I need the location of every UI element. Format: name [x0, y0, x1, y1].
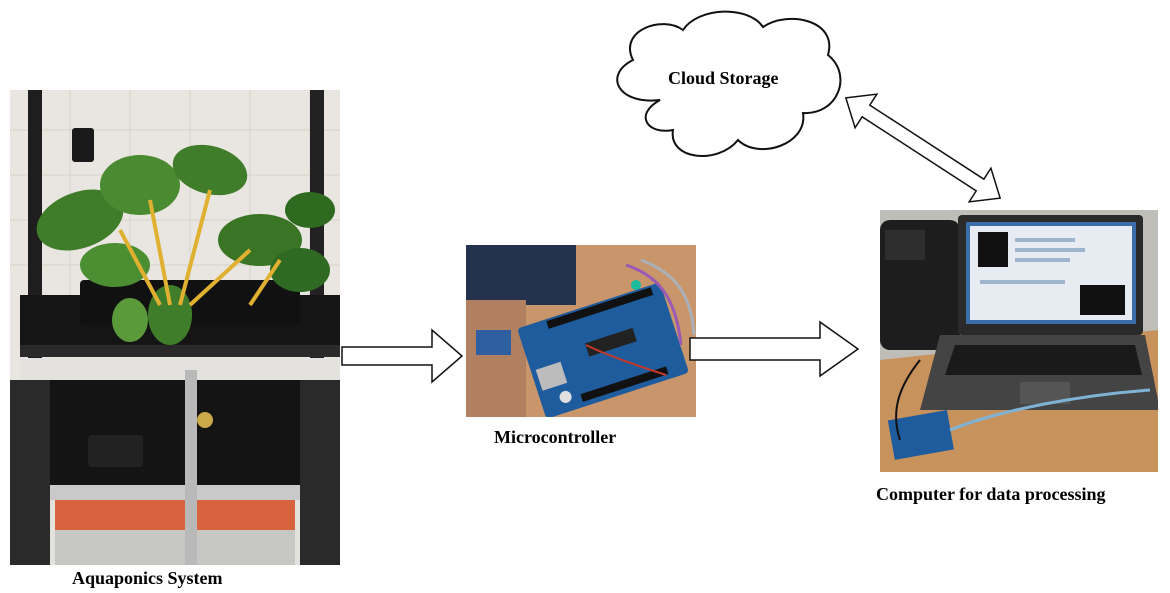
arrow-aquaponics-to-microcontroller: [341, 328, 464, 384]
microcontroller-label: Microcontroller: [494, 427, 617, 447]
computer-label: Computer for data processing: [876, 484, 1106, 504]
cloud-shape: [598, 5, 848, 170]
computer-photo: [880, 210, 1158, 472]
cloud-storage-label: Cloud Storage: [668, 68, 779, 88]
arrow-computer-cloud-bidirectional: [844, 93, 1002, 203]
aquaponics-photo: [10, 90, 340, 565]
microcontroller-photo: [466, 245, 696, 417]
aquaponics-system-label: Aquaponics System: [72, 568, 223, 588]
arrow-microcontroller-to-computer: [689, 320, 860, 378]
